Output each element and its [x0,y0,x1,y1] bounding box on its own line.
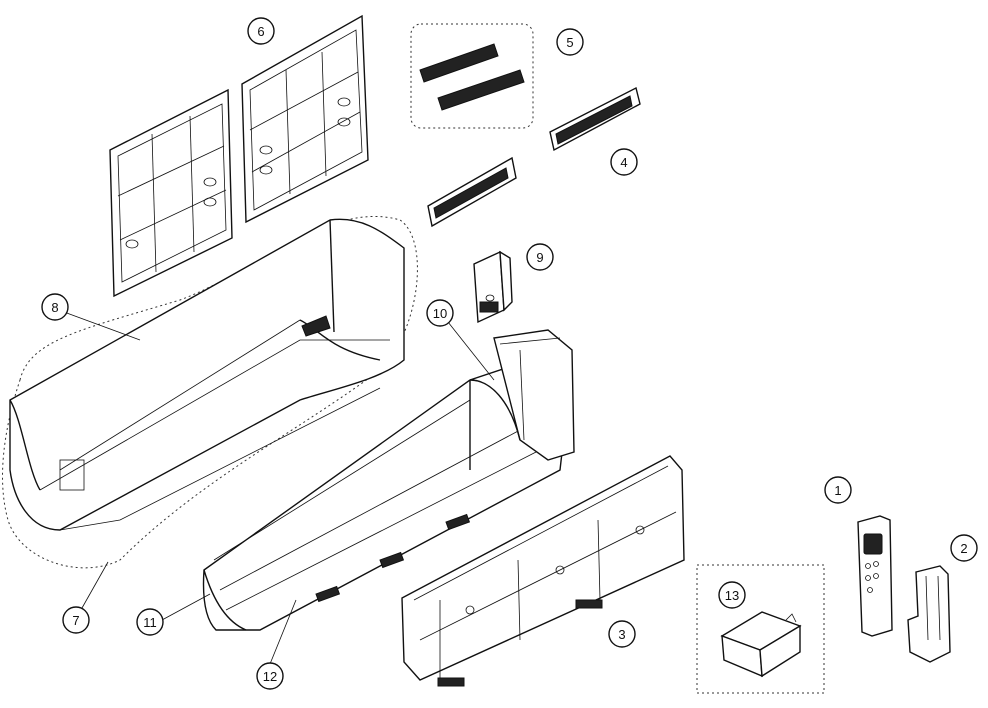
callout-10: 10 [426,299,454,327]
front-panel [9,218,405,531]
callout-3-label: 3 [618,627,625,642]
callout-6-label: 6 [257,24,264,39]
callout-13: 13 [718,581,746,609]
air-filter-left [109,88,233,298]
callout-9-label: 9 [536,250,543,265]
callout-7: 7 [62,606,90,634]
side-grille-upper [549,86,641,152]
terminal-cover [473,250,513,324]
filter-group-frame [410,23,534,129]
accessory-box-frame [696,564,825,694]
callout-4: 4 [610,148,638,176]
callout-6: 6 [247,17,275,45]
remote-holder [907,565,951,663]
callout-2-label: 2 [960,541,967,556]
callout-7-label: 7 [72,613,79,628]
callout-3: 3 [608,620,636,648]
callout-12: 12 [256,662,284,690]
callout-13-label: 13 [725,588,739,603]
functional-filter-strips [419,43,525,111]
callout-10-label: 10 [433,306,447,321]
remote-control [857,515,893,637]
front-panel-group-outline [2,215,418,569]
callout-9: 9 [526,243,554,271]
callout-4-label: 4 [620,155,627,170]
callout-11: 11 [136,608,164,636]
callout-5: 5 [556,28,584,56]
callout-1-label: 1 [834,483,841,498]
callout-8-label: 8 [51,300,58,315]
callout-12-label: 12 [263,669,277,684]
side-grille-lower [427,156,517,228]
chassis-body [202,329,575,631]
accessory-box [720,611,802,678]
callout-11-label: 11 [143,615,157,630]
callout-1: 1 [824,476,852,504]
callout-2: 2 [950,534,978,562]
mounting-plate [401,455,685,687]
callout-5-label: 5 [566,35,573,50]
leader-lines [63,311,495,665]
callout-8: 8 [41,293,69,321]
air-filter-right [241,14,369,224]
